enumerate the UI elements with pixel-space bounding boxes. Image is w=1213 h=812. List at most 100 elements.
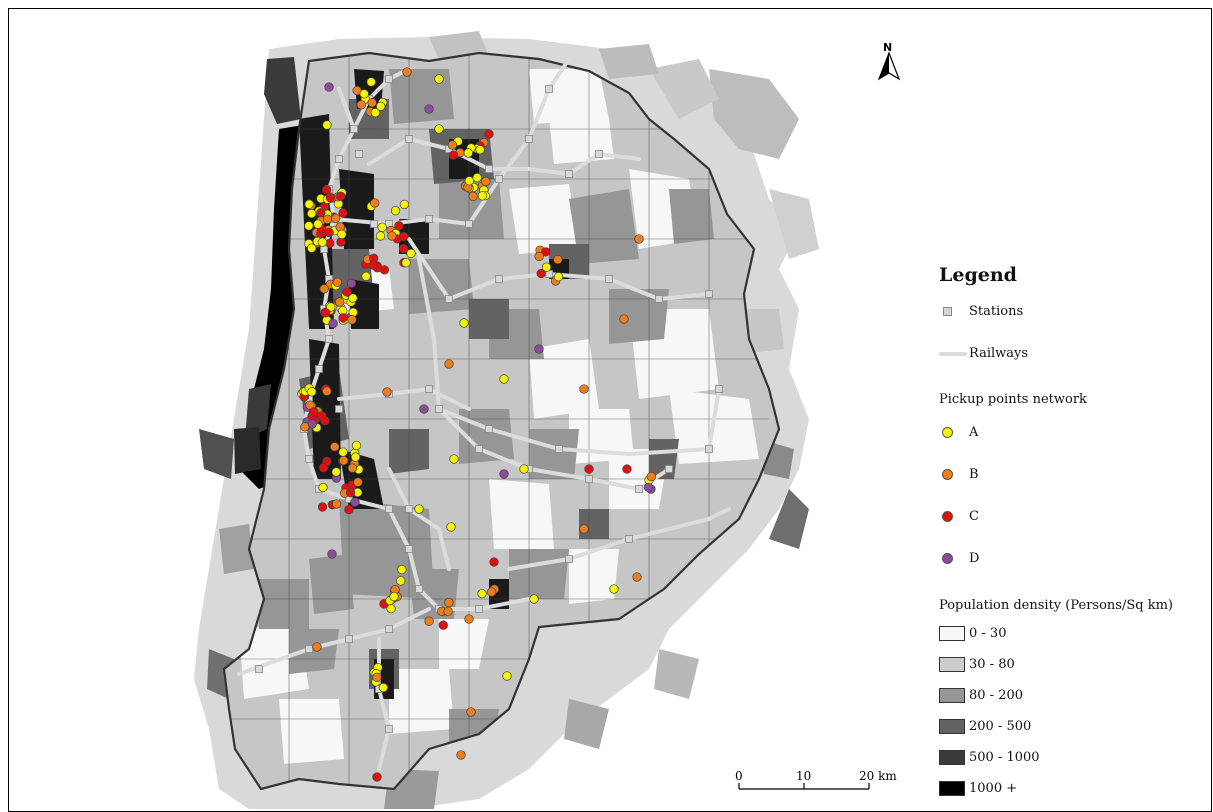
pickup-point-b: [387, 231, 397, 241]
density-swatch-500-1000: [939, 750, 965, 765]
pickup-point-a: [331, 467, 341, 477]
pickup-point-d: [534, 344, 544, 354]
station-marker: [475, 445, 483, 453]
legend-density-0-label: 0 - 30: [969, 626, 1007, 641]
pickup-d-dot-icon: [942, 553, 953, 564]
pickup-point-a: [434, 74, 444, 84]
pickup-point-a: [313, 219, 323, 229]
pickup-point-a: [609, 584, 619, 594]
legend-density-1: 30 - 80: [939, 657, 1015, 672]
pickup-point-b: [634, 234, 644, 244]
pickup-point-a: [401, 258, 411, 268]
pickup-point-a: [351, 440, 362, 451]
legend-pickup-a: A: [939, 425, 978, 440]
pickup-point-b: [444, 597, 454, 608]
legend-density-4-label: 500 - 1000: [969, 750, 1040, 765]
legend-density-3-label: 200 - 500: [969, 719, 1032, 734]
station-marker: [475, 605, 483, 613]
pickup-point-a: [348, 293, 358, 303]
pickup-point-a: [464, 176, 475, 186]
legend-pickup-d: D: [939, 551, 979, 566]
pickup-point-a: [553, 272, 564, 282]
legend-density-2: 80 - 200: [939, 688, 1023, 703]
pickup-point-c: [316, 207, 326, 218]
pickup-point-c: [394, 221, 404, 231]
pickup-point-a: [477, 588, 487, 599]
station-marker: [355, 150, 363, 158]
pickup-point-d: [643, 482, 654, 493]
pickup-point-d: [424, 104, 434, 114]
north-label: N: [883, 41, 893, 54]
pickup-point-b: [322, 386, 332, 396]
pickup-point-b: [579, 384, 589, 394]
pickup-point-a: [406, 248, 416, 259]
pickup-point-b: [534, 251, 544, 262]
pickup-point-d: [324, 82, 334, 92]
pickup-point-c: [317, 502, 328, 512]
station-marker: [495, 275, 503, 283]
pickup-point-c: [372, 772, 382, 782]
station-marker: [595, 150, 603, 158]
pickup-point-a: [446, 522, 456, 532]
station-marker: [370, 220, 378, 228]
station-marker: [705, 290, 713, 298]
pickup-point-a: [370, 108, 380, 118]
map-frame: N 0 10 20 km Legend Stations Railways Pi…: [8, 8, 1212, 812]
pickup-point-a: [306, 208, 317, 219]
pickup-point-c: [584, 464, 594, 474]
pickup-point-a: [361, 271, 371, 281]
pickup-point-d: [419, 404, 429, 414]
legend-pickup-heading: Pickup points network: [939, 392, 1087, 407]
pickup-point-c: [317, 411, 327, 421]
pickup-point-a: [318, 482, 328, 493]
pickup-point-c: [622, 464, 632, 474]
station-square-icon: [943, 307, 952, 316]
pickup-point-b: [367, 98, 377, 108]
pickup-point-b: [632, 572, 642, 582]
pickup-point-b: [464, 614, 474, 624]
pickup-point-c: [541, 247, 551, 257]
legend-stations-label: Stations: [969, 304, 1024, 319]
pickup-point-a: [389, 591, 399, 602]
legend-pickup-d-label: D: [969, 551, 980, 566]
pickup-point-a: [378, 682, 389, 693]
pickup-point-b: [456, 750, 466, 760]
pickup-point-a: [499, 374, 509, 384]
pickup-point-a: [541, 262, 552, 272]
station-marker: [305, 455, 313, 463]
pickup-point-a: [449, 454, 459, 464]
railway-line-icon: [939, 351, 967, 356]
pickup-point-c: [309, 407, 319, 417]
pickup-point-a: [359, 89, 369, 99]
pickup-point-c: [338, 208, 348, 218]
station-marker: [405, 135, 413, 143]
pickup-point-b: [331, 499, 342, 509]
legend-title: Legend: [939, 264, 1017, 286]
legend-pickup-c-label: C: [969, 509, 979, 524]
station-marker: [565, 170, 573, 178]
pickup-point-a: [376, 101, 386, 111]
pickup-point-d: [307, 419, 318, 429]
pickup-point-b: [339, 455, 349, 466]
pickup-point-b: [356, 100, 366, 110]
pickup-point-d: [328, 318, 338, 329]
legend-density-0: 0 - 30: [939, 626, 1006, 641]
pickup-point-c: [318, 463, 329, 473]
scale-label-10: 10: [796, 769, 812, 783]
pickup-point-b: [372, 672, 382, 682]
pickup-point-a: [434, 124, 444, 134]
north-arrow-icon: [877, 51, 901, 81]
pickup-point-c: [345, 487, 356, 498]
station-marker: [255, 665, 263, 673]
pickup-point-b: [619, 314, 629, 324]
legend-density-5: 1000 +: [939, 781, 1017, 796]
pickup-point-c: [336, 237, 346, 247]
pickup-points-layer: [297, 67, 656, 782]
pickup-point-c: [338, 313, 348, 323]
station-marker: [405, 505, 413, 513]
legend-density-2-label: 80 - 200: [969, 688, 1024, 703]
station-marker: [635, 485, 643, 493]
station-marker: [655, 295, 663, 303]
legend-pickup-c: C: [939, 509, 979, 524]
density-swatch-1000-plus: [939, 781, 965, 796]
